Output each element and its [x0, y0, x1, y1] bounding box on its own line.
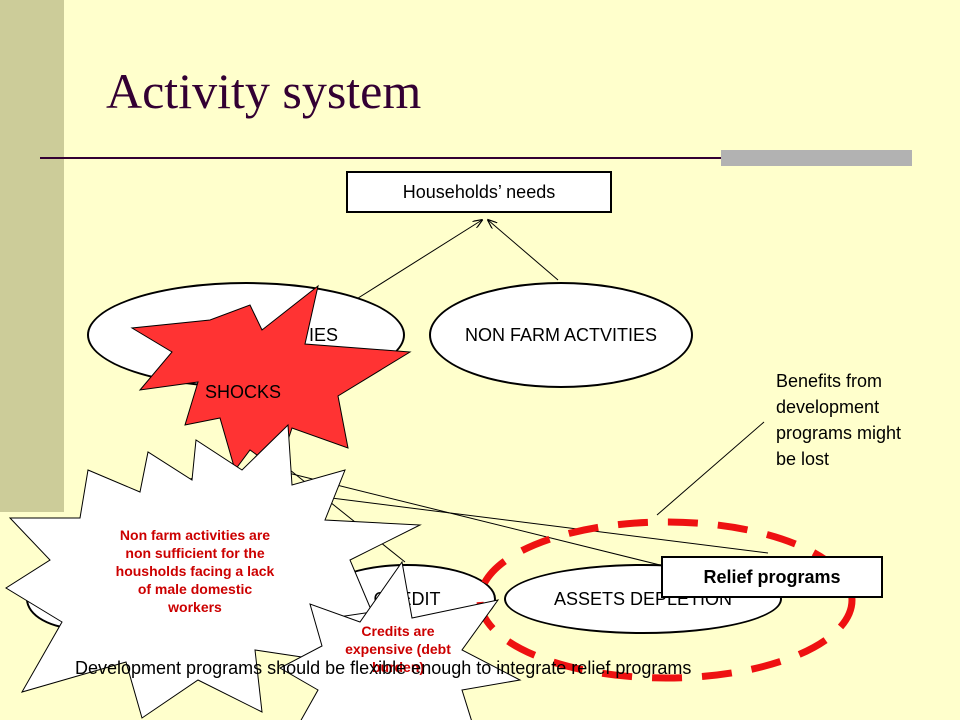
non-farm-activities-ellipse: NON FARM ACTVITIES: [429, 282, 693, 388]
title-rule-accent: [721, 150, 912, 166]
callout-line-benefits: [656, 421, 765, 516]
footer-note: Development programs should be flexible …: [75, 658, 692, 678]
relief-highlight-dashed-ellipse: [476, 518, 856, 682]
households-needs-box: Households’ needs: [346, 171, 612, 213]
benefits-note: Benefits from development programs might…: [776, 371, 902, 469]
left-accent-bar: [0, 0, 64, 512]
arrow-farming-to-needs: [354, 220, 482, 301]
slide-title: Activity system: [106, 63, 422, 119]
arrow-nonfarm-to-needs: [488, 220, 559, 281]
shocks-star-shape: [130, 284, 412, 472]
arrow-credit-to-shocks: [279, 461, 406, 563]
relief-programs-box: Relief programs: [661, 556, 883, 598]
non-farm-insufficient-text: Non farm activities are non sufficient f…: [115, 527, 275, 615]
credits-expensive-star-shape: [278, 560, 522, 720]
title-rule: [40, 157, 912, 159]
non-farm-insufficient-star-shape: [5, 423, 422, 719]
credits-expensive-text: Credits are expensive (debt burden): [345, 623, 451, 675]
shocks-label: SHOCKS: [205, 382, 282, 402]
